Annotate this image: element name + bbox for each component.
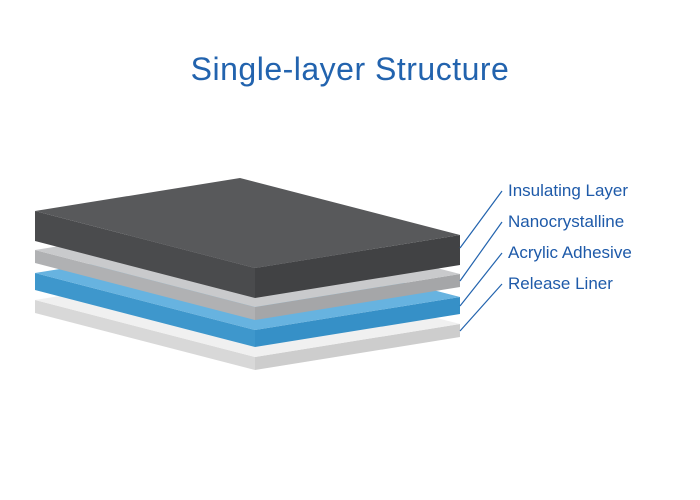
leader-line-release-liner <box>459 283 503 332</box>
layer-labels: Insulating Layer Nanocrystalline Acrylic… <box>508 181 632 293</box>
leader-lines <box>459 190 503 332</box>
page-title: Single-layer Structure <box>191 51 510 87</box>
insulating-top-face <box>35 178 460 268</box>
insulating-left-face <box>35 211 255 298</box>
acrylic-adhesive-left-face <box>35 273 255 347</box>
acrylic-adhesive-right-face <box>255 297 460 347</box>
leader-line-acrylic-adhesive <box>459 252 503 307</box>
release-liner-right-face <box>255 324 460 370</box>
nanocrystalline-right-face <box>255 274 460 320</box>
layer-insulating <box>35 178 460 298</box>
label-acrylic-adhesive: Acrylic Adhesive <box>508 243 632 262</box>
release-liner-left-face <box>35 300 255 370</box>
leader-line-insulating-layer <box>459 190 503 249</box>
insulating-right-face <box>255 235 460 298</box>
label-insulating-layer: Insulating Layer <box>508 181 628 200</box>
label-nanocrystalline: Nanocrystalline <box>508 212 624 231</box>
label-release-liner: Release Liner <box>508 274 613 293</box>
nanocrystalline-left-face <box>35 250 255 320</box>
leader-line-nanocrystalline <box>459 221 503 282</box>
